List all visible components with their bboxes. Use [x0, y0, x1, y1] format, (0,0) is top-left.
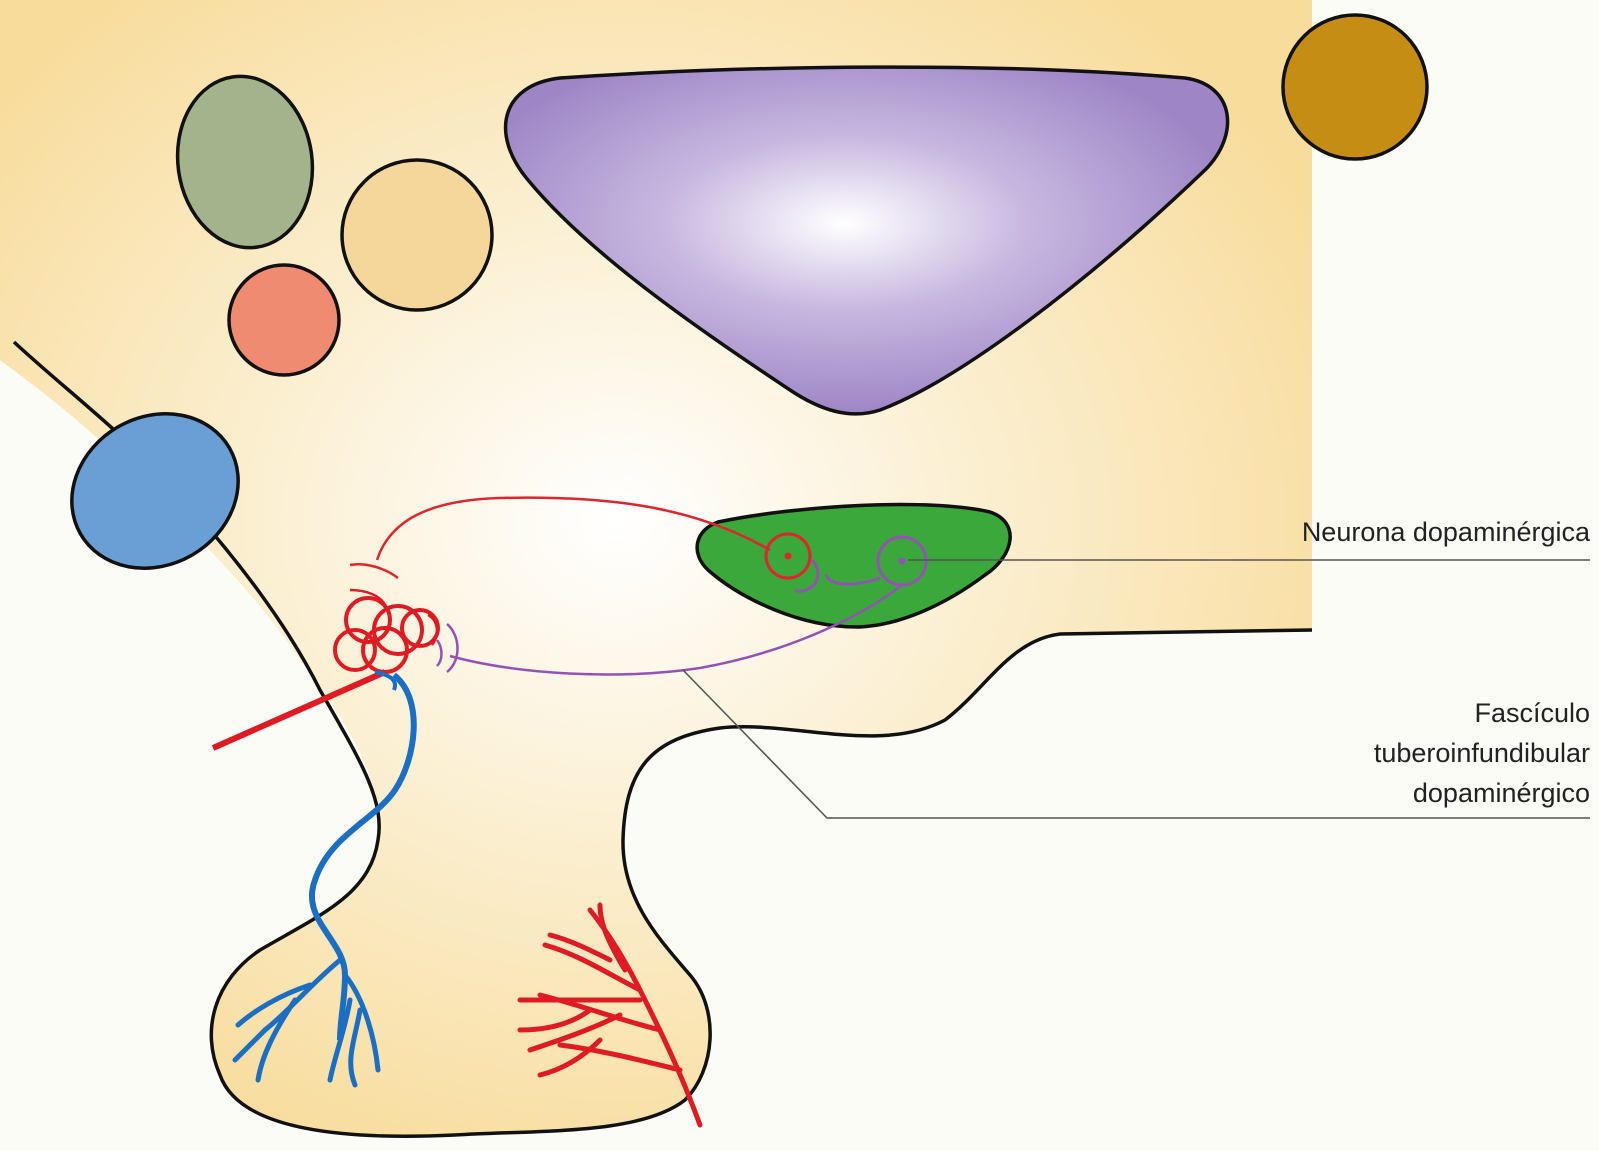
brown-structure [1283, 15, 1427, 159]
neuron-label: Neurona dopaminérgica [1302, 517, 1591, 547]
tract-label-line1: Fascículo [1474, 698, 1590, 728]
tract-label-line3: dopaminérgico [1413, 778, 1590, 808]
tan-structure [342, 160, 492, 310]
purple-neuron-nucleus [899, 558, 906, 565]
salmon-structure [229, 265, 339, 375]
red-neuron-nucleus [785, 553, 792, 560]
tract-label-line2: tuberoinfundibular [1374, 738, 1590, 768]
